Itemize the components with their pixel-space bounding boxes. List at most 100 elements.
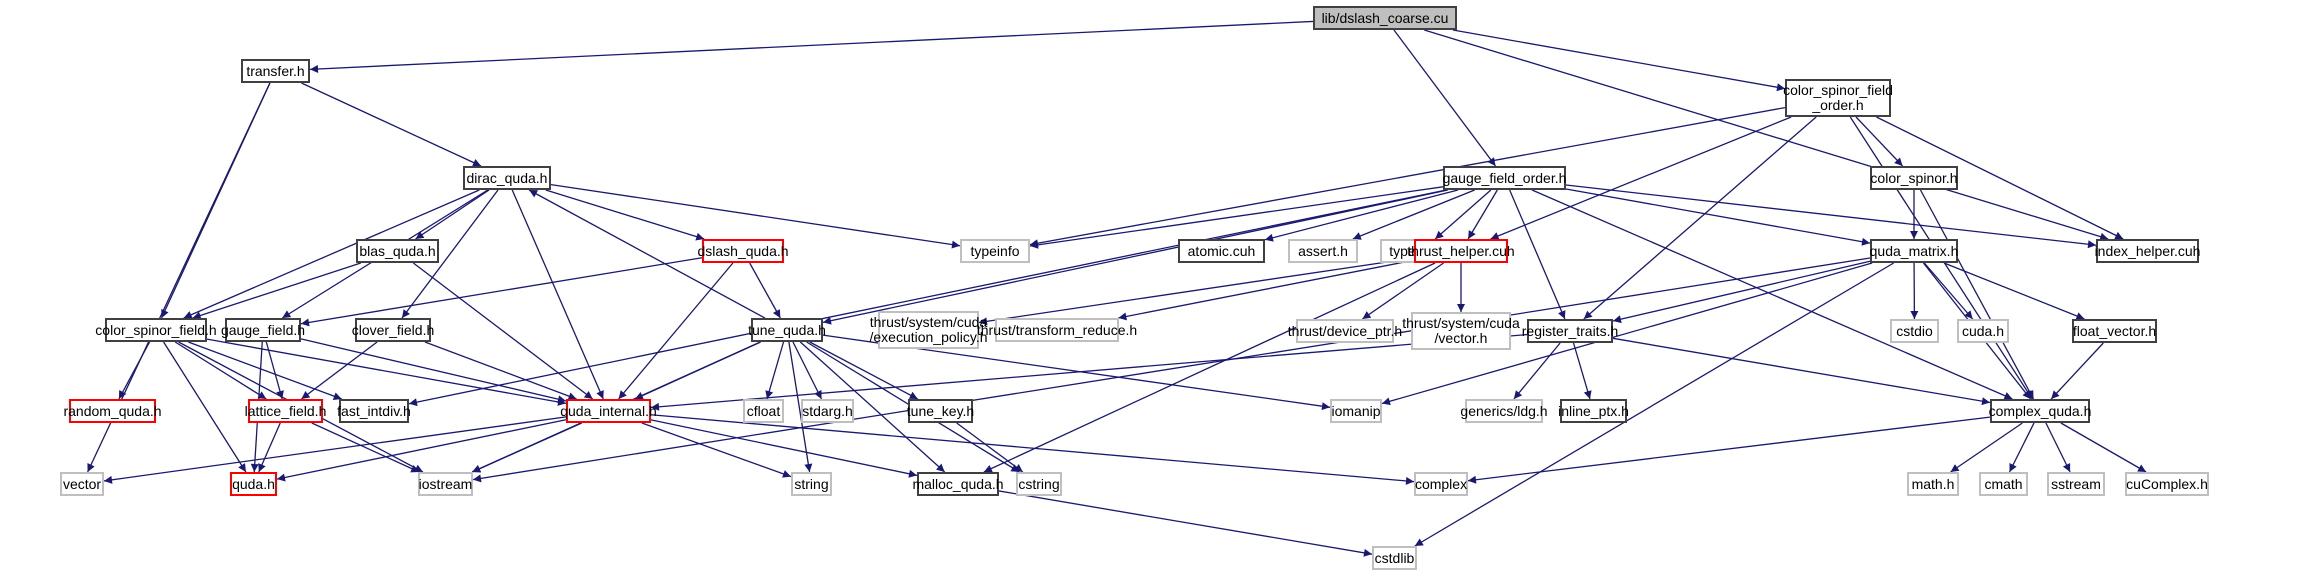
node-label: assert.h bbox=[1298, 242, 1348, 259]
node-label: random_quda.h bbox=[63, 402, 162, 419]
node-cucomplex-h[interactable]: cuComplex.h bbox=[2125, 472, 2209, 496]
edge-regtraits-to-complexquda bbox=[1612, 337, 1991, 406]
edge-dirac-to-dslash bbox=[545, 189, 705, 241]
node-label: color_spinor_field _order.h bbox=[1783, 82, 1893, 113]
edge-csfo-to-colorspinor bbox=[1855, 116, 1904, 167]
node-float-vector-h[interactable]: float_vector.h bbox=[2072, 319, 2157, 343]
node-label: register_traits.h bbox=[1521, 322, 1619, 339]
edge-dslash-to-gaugefield bbox=[300, 257, 703, 327]
node-cstdlib[interactable]: cstdlib bbox=[1372, 546, 1417, 570]
node-thrust-device-ptr-h[interactable]: thrust/device_ptr.h bbox=[1288, 319, 1402, 343]
edge-root-to-indexhelper bbox=[1424, 29, 2109, 241]
edge-qudainternal-to-iostream bbox=[472, 422, 582, 473]
node-math-h[interactable]: math.h bbox=[1907, 472, 1959, 496]
node-thrust-transform-reduce-h[interactable]: thrust/transform_reduce.h bbox=[977, 318, 1137, 342]
node-label: complex bbox=[1414, 475, 1468, 492]
node-cuda-h[interactable]: cuda.h bbox=[1957, 319, 2009, 343]
node-label: iostream bbox=[418, 475, 473, 492]
node-cmath[interactable]: cmath bbox=[1979, 472, 2028, 496]
node-iomanip[interactable]: iomanip bbox=[1330, 399, 1382, 423]
node-thrust-helper-cuh[interactable]: thrust_helper.cuh bbox=[1407, 239, 1515, 263]
node-fast-intdiv-h[interactable]: fast_intdiv.h bbox=[337, 399, 411, 423]
node-gauge-field-h[interactable]: gauge_field.h bbox=[221, 318, 305, 342]
edge-thrusthelper-to-transformreduce bbox=[1118, 259, 1415, 321]
edge-qudainternal-to-vector bbox=[103, 416, 567, 484]
node-label: math.h bbox=[1911, 475, 1955, 492]
node-label: dirac_quda.h bbox=[466, 169, 548, 186]
node-thrust-execution-policy-h[interactable]: thrust/system/cuda /execution_policy.h bbox=[869, 311, 988, 349]
node-root-file[interactable]: lib/dslash_coarse.cu bbox=[1313, 6, 1457, 30]
edge-gfo-to-tune bbox=[822, 189, 1448, 325]
edge-qudainternal-to-malloc bbox=[650, 419, 918, 478]
edge-tune-to-tunekey bbox=[809, 341, 919, 400]
node-label: dslash_quda.h bbox=[697, 242, 789, 259]
edge-complexquda-to-cucomplex bbox=[2060, 422, 2147, 473]
node-atomic-cuh[interactable]: atomic.cuh bbox=[1178, 239, 1265, 263]
node-color-spinor-field-order-h[interactable]: color_spinor_field _order.h bbox=[1783, 79, 1893, 117]
edge-root-to-transfer bbox=[309, 20, 1314, 73]
node-blas-quda-h[interactable]: blas_quda.h bbox=[356, 239, 439, 263]
node-stdarg-h[interactable]: stdarg.h bbox=[801, 399, 854, 423]
node-quda-matrix-h[interactable]: quda_matrix.h bbox=[1870, 239, 1958, 263]
edge-dslash-to-tune bbox=[749, 262, 781, 319]
node-quda-internal-h[interactable]: quda_internal.h bbox=[560, 399, 657, 423]
node-tune-quda-h[interactable]: tune_quda.h bbox=[748, 318, 826, 342]
node-random-quda-h[interactable]: random_quda.h bbox=[63, 399, 162, 423]
node-complex[interactable]: complex bbox=[1414, 472, 1468, 496]
node-typeinfo[interactable]: typeinfo bbox=[960, 239, 1030, 263]
node-register-traits-h[interactable]: register_traits.h bbox=[1522, 319, 1618, 343]
node-label: tune_quda.h bbox=[748, 321, 826, 338]
node-label: fast_intdiv.h bbox=[337, 402, 411, 419]
node-iostream[interactable]: iostream bbox=[418, 472, 473, 496]
edge-gaugefield-to-qudainternal bbox=[300, 338, 567, 404]
node-label: malloc_quda.h bbox=[912, 475, 1004, 492]
node-label: quda_matrix.h bbox=[1869, 242, 1959, 259]
edge-gaugefield-to-lattice bbox=[265, 341, 284, 400]
node-complex-quda-h[interactable]: complex_quda.h bbox=[1989, 399, 2091, 423]
node-inline-ptx-h[interactable]: inline_ptx.h bbox=[1558, 399, 1629, 423]
node-vector[interactable]: vector bbox=[60, 472, 104, 496]
edge-dirac-to-cloverfield bbox=[401, 189, 499, 319]
node-thrust-vector-h[interactable]: thrust/system/cuda /vector.h bbox=[1402, 312, 1520, 350]
node-generics-ldg-h[interactable]: generics/ldg.h bbox=[1460, 399, 1548, 423]
edge-tune-to-malloc bbox=[799, 341, 946, 473]
node-dirac-quda-h[interactable]: dirac_quda.h bbox=[463, 166, 551, 190]
edge-gfo-to-assert bbox=[1352, 189, 1475, 240]
node-tune-key-h[interactable]: tune_key.h bbox=[907, 399, 974, 423]
edge-qudamatrix-to-regtraits bbox=[1612, 260, 1871, 324]
node-clover-field-h[interactable]: clover_field.h bbox=[352, 318, 434, 342]
node-label: generics/ldg.h bbox=[1460, 402, 1548, 419]
node-dslash-quda-h[interactable]: dslash_quda.h bbox=[697, 239, 789, 263]
node-color-spinor-field-h[interactable]: color_spinor_field.h bbox=[95, 318, 217, 342]
node-label: typeinfo bbox=[970, 242, 1020, 259]
node-string[interactable]: string bbox=[791, 472, 832, 496]
edge-regtraits-to-qudainternal bbox=[650, 333, 1528, 411]
edge-root-to-csfo bbox=[1452, 29, 1786, 92]
node-label: quda.h bbox=[232, 475, 275, 492]
edge-csfo-to-regtraits bbox=[1583, 116, 1817, 320]
node-assert-h[interactable]: assert.h bbox=[1288, 239, 1358, 263]
node-malloc-quda-h[interactable]: malloc_quda.h bbox=[912, 472, 1004, 496]
edge-thrusthelper-to-malloc bbox=[983, 262, 1436, 473]
node-cstring[interactable]: cstring bbox=[1016, 472, 1062, 496]
node-label: thrust/system/cuda /execution_policy.h bbox=[869, 314, 988, 345]
node-cstdio[interactable]: cstdio bbox=[1890, 319, 1939, 343]
edge-lattice-to-qudah bbox=[258, 422, 281, 473]
node-lattice-field-h[interactable]: lattice_field.h bbox=[245, 399, 326, 423]
node-quda-h[interactable]: quda.h bbox=[230, 472, 277, 496]
node-cfloat[interactable]: cfloat bbox=[743, 399, 784, 423]
node-label: atomic.cuh bbox=[1187, 242, 1256, 259]
edge-csfo-to-typeinfo bbox=[1029, 106, 1786, 248]
edge-dirac-to-csf bbox=[183, 189, 480, 319]
node-index-helper-cuh[interactable]: index_helper.cuh bbox=[2095, 239, 2200, 263]
node-label: iomanip bbox=[1331, 402, 1381, 419]
node-color-spinor-h[interactable]: color_spinor.h bbox=[1870, 166, 1958, 190]
node-sstream[interactable]: sstream bbox=[2047, 472, 2105, 496]
edge-dirac-to-typeinfo bbox=[550, 183, 961, 249]
node-transfer-h[interactable]: transfer.h bbox=[241, 59, 310, 83]
edge-qudainternal-to-string bbox=[641, 422, 792, 478]
node-label: cfloat bbox=[746, 402, 781, 419]
edge-cloverfield-to-qudainternal bbox=[424, 341, 577, 400]
node-gauge-field-order-h[interactable]: gauge_field_order.h bbox=[1443, 166, 1566, 190]
edge-dslash-to-qudainternal bbox=[618, 262, 734, 400]
